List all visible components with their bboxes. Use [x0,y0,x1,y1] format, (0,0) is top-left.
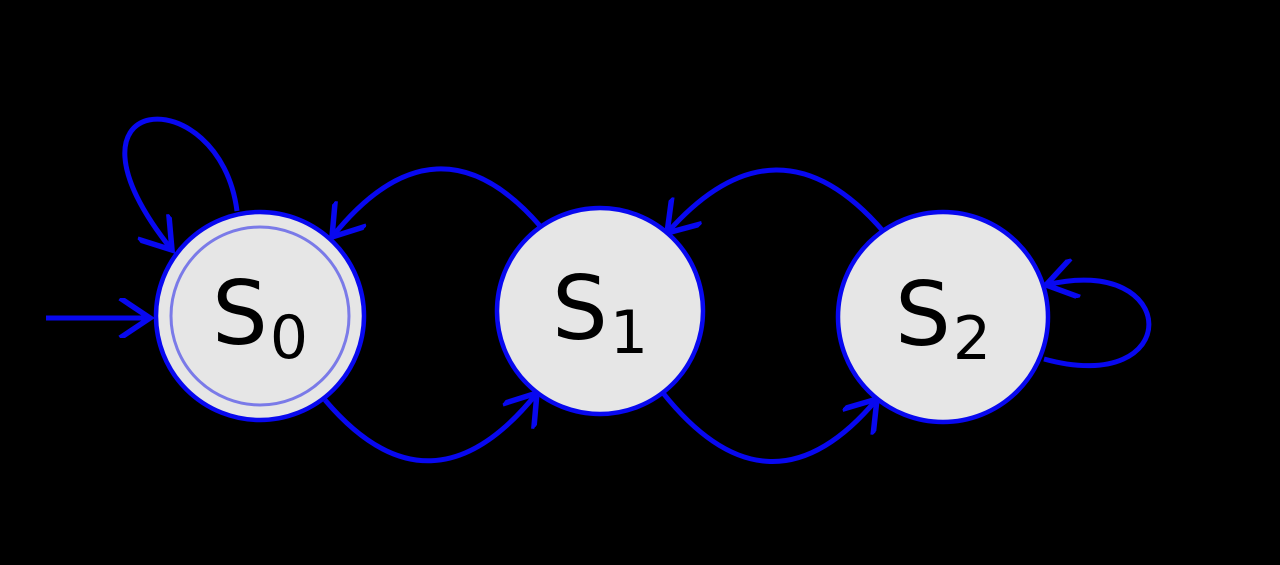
transition-s0-to-s1 [323,393,537,464]
state-s0-accept-ring [169,225,351,407]
state-s0-label-base: S [212,262,268,365]
state-s1: S1 [494,205,706,417]
transition-s2-to-s1 [667,167,885,233]
state-s1-label: S1 [552,257,648,368]
state-s0-circle [153,209,367,423]
transition-s2-self-loop [1044,280,1152,368]
state-s1-circle [494,205,706,417]
state-s2-label: S2 [895,263,991,374]
transition-s1-to-s2 [661,391,877,464]
transition-s1-to-s0 [332,166,543,237]
state-s2-label-base: S [895,263,951,366]
state-s0-label-subscript: 0 [270,303,308,373]
state-s2-circle [835,209,1051,425]
state-s0: S0 [153,209,367,423]
transition-s0-self-loop [122,116,240,250]
state-s1-label-subscript: 1 [610,298,648,368]
state-s0-label: S0 [212,262,308,373]
state-s1-label-base: S [552,257,608,360]
state-s2: S2 [835,209,1051,425]
state-s2-label-subscript: 2 [953,304,991,374]
